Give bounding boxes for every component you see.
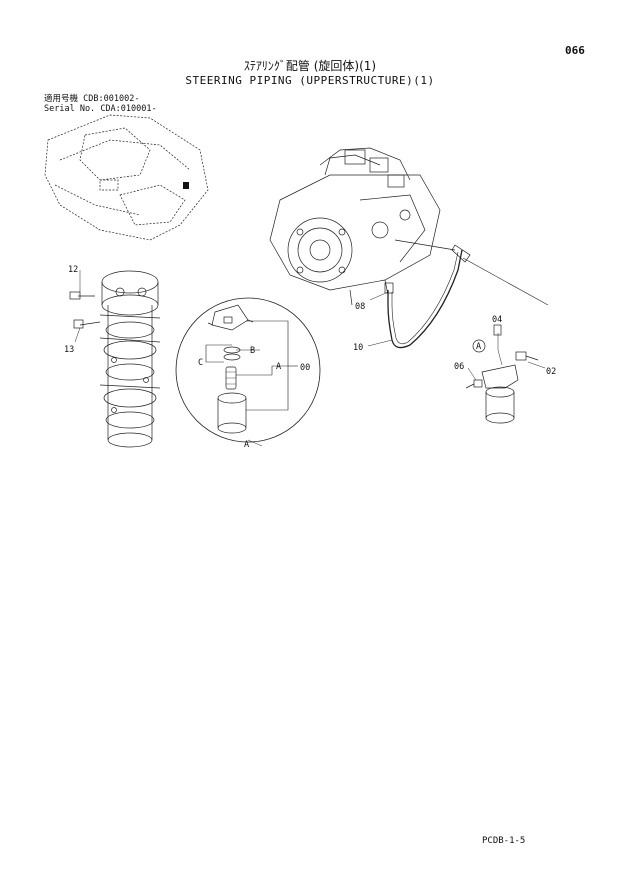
callout-02: 02 [546,367,556,377]
detail-label-c: C [198,358,203,368]
serial-value-2: CDA:010001- [100,104,157,114]
excavator-outline-illustration [44,114,209,241]
page-number: 066 [565,44,585,57]
serial-label-jp: 適用号機 [44,94,79,104]
serial-applicability: 適用号機 CDB:001002- Serial No. CDA:010001- [44,94,157,114]
detail-label-b: B [250,346,255,356]
leader-line-hose [462,257,549,306]
detail-circle-label-a: A [244,440,249,450]
callout-13: 13 [64,345,74,355]
serial-label-en: Serial No. [44,104,96,114]
callout-04: 04 [492,315,502,325]
footer-code: PCDB-1-5 [482,836,526,846]
callout-12: 12 [68,265,78,275]
callout-06: 06 [454,362,464,372]
swivel-joint-illustration [69,270,161,448]
hose-10-illustration [384,244,471,349]
detail-circle-a [175,297,321,443]
serial-row-1: 適用号機 CDB:001002- [44,94,157,104]
view-marker-a-letter: A [476,342,481,352]
callout-08: 08 [355,302,365,312]
serial-value-1: CDB:001002- [83,94,140,104]
detail-label-a: A [276,362,281,372]
serial-row-2: Serial No. CDA:010001- [44,104,157,114]
pump-assembly-illustration [269,147,456,306]
page-title-english: STEERING PIPING (UPPERSTRUCTURE)(1) [185,74,435,87]
view-marker-a: A [472,339,486,353]
page-title-japanese: ｽﾃｱﾘﾝｸﾞ配管 (旋回体)(1) [243,59,377,73]
filter-assembly-illustration [465,324,539,424]
callout-00: 00 [300,363,310,373]
callout-10: 10 [353,343,363,353]
